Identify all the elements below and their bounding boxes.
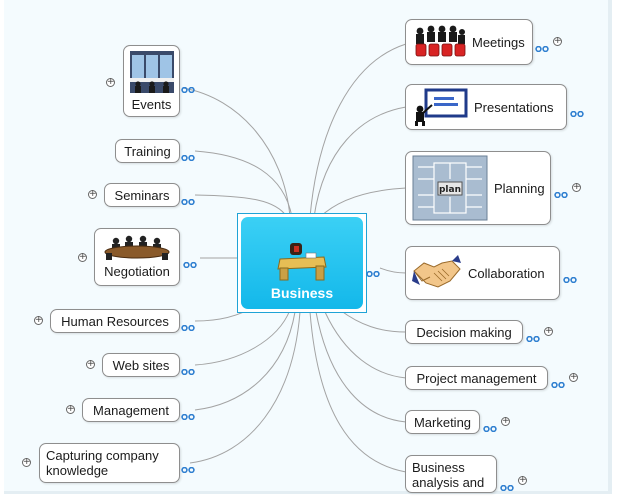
human-resources-hyperlink-icon[interactable] (181, 318, 195, 332)
topic-meetings-label: Meetings (472, 34, 525, 50)
topic-collaboration-label: Collaboration (468, 265, 545, 281)
management-hyperlink-icon[interactable] (181, 407, 195, 421)
branch-meetings (309, 43, 407, 218)
branch-capturing-knowledge (189, 311, 301, 464)
expand-negotiation-button[interactable]: + (78, 252, 87, 262)
topic-business-analysis[interactable]: Business analysis and (405, 455, 497, 493)
topic-training[interactable]: Training (115, 139, 180, 163)
expand-events-button[interactable]: + (106, 77, 115, 87)
presentations-hyperlink-icon[interactable] (570, 104, 584, 118)
topic-project-management[interactable]: Project management (405, 366, 548, 390)
topic-decision-making-label: Decision making (416, 324, 512, 340)
marketing-hyperlink-icon[interactable] (483, 419, 497, 433)
collaboration-hyperlink-icon[interactable] (563, 270, 577, 284)
plan-diagram-icon: plan (412, 155, 488, 221)
project-management-hyperlink-icon[interactable] (551, 375, 565, 389)
topic-events[interactable]: Events (123, 45, 180, 117)
branch-web-sites (194, 309, 291, 366)
planning-hyperlink-icon[interactable] (554, 185, 568, 199)
event-hall-icon (129, 51, 174, 93)
branch-project-management (324, 311, 407, 379)
decision-making-hyperlink-icon[interactable] (526, 329, 540, 343)
branch-business-analysis (309, 311, 407, 473)
topic-human-resources[interactable]: Human Resources (50, 309, 180, 333)
topic-events-label: Events (131, 97, 172, 112)
training-hyperlink-icon[interactable] (181, 148, 195, 162)
central-topic-business[interactable]: Business (237, 213, 367, 313)
seminars-hyperlink-icon[interactable] (181, 192, 195, 206)
branch-collaboration (379, 267, 407, 274)
expand-meetings-button[interactable]: + (553, 36, 562, 46)
branch-management (194, 311, 296, 411)
branch-presentations (313, 106, 407, 218)
topic-web-sites[interactable]: Web sites (102, 353, 180, 377)
topic-decision-making[interactable]: Decision making (405, 320, 523, 344)
business-analysis-hyperlink-icon[interactable] (500, 478, 514, 492)
conference-table-icon (104, 235, 170, 260)
topic-capturing-company-knowledge-label: Capturing company knowledge (46, 448, 159, 478)
topic-business-analysis-label: Business analysis and (412, 460, 485, 490)
presentation-board-icon (415, 88, 468, 126)
web-sites-hyperlink-icon[interactable] (181, 362, 195, 376)
events-hyperlink-icon[interactable] (181, 80, 195, 94)
meeting-people-icon (415, 25, 466, 57)
topic-marketing-label: Marketing (413, 414, 472, 430)
topic-management[interactable]: Management (82, 398, 180, 422)
topic-seminars-label: Seminars (114, 187, 170, 203)
expand-project-management-button[interactable]: + (569, 372, 578, 382)
branch-training (194, 150, 293, 218)
topic-marketing[interactable]: Marketing (405, 410, 480, 434)
negotiation-hyperlink-icon[interactable] (183, 255, 197, 269)
meetings-hyperlink-icon[interactable] (535, 39, 549, 53)
branch-decision-making (339, 309, 407, 333)
desk-icon (277, 243, 327, 281)
topic-training-label: Training (124, 143, 171, 159)
expand-human-resources-button[interactable]: + (34, 315, 43, 325)
expand-marketing-button[interactable]: + (501, 416, 510, 426)
central-hyperlink-icon[interactable] (366, 264, 380, 278)
topic-collaboration[interactable]: Collaboration (405, 246, 560, 300)
branch-seminars (194, 194, 288, 218)
topic-capturing-company-knowledge[interactable]: Capturing company knowledge (39, 443, 180, 483)
topic-project-management-label: Project management (416, 370, 537, 386)
branch-events (182, 87, 291, 218)
topic-negotiation-label: Negotiation (104, 264, 170, 279)
expand-business-analysis-button[interactable]: + (518, 475, 527, 485)
topic-management-label: Management (93, 402, 169, 418)
central-topic-label: Business (270, 285, 334, 301)
expand-web-sites-button[interactable]: + (86, 359, 95, 369)
expand-seminars-button[interactable]: + (88, 189, 97, 199)
handshake-icon (412, 255, 461, 288)
topic-human-resources-label: Human Resources (61, 313, 169, 329)
plan-sign-label: plan (439, 185, 461, 195)
topic-presentations[interactable]: Presentations (405, 84, 567, 130)
topic-presentations-label: Presentations (474, 99, 554, 115)
branch-marketing (315, 311, 407, 423)
topic-web-sites-label: Web sites (112, 357, 170, 373)
topic-negotiation[interactable]: Negotiation (94, 228, 180, 286)
topic-meetings[interactable]: Meetings (405, 19, 533, 65)
expand-decision-making-button[interactable]: + (544, 326, 553, 336)
central-topic-fill: Business (241, 217, 363, 309)
expand-management-button[interactable]: + (66, 404, 75, 414)
expand-capturing-knowledge-button[interactable]: + (22, 457, 31, 467)
topic-planning-label: Planning (494, 180, 545, 196)
branch-planning (319, 187, 407, 218)
capturing-knowledge-hyperlink-icon[interactable] (181, 460, 195, 474)
expand-planning-button[interactable]: + (572, 182, 581, 192)
topic-planning[interactable]: plan Planning (405, 151, 551, 225)
topic-seminars[interactable]: Seminars (104, 183, 180, 207)
